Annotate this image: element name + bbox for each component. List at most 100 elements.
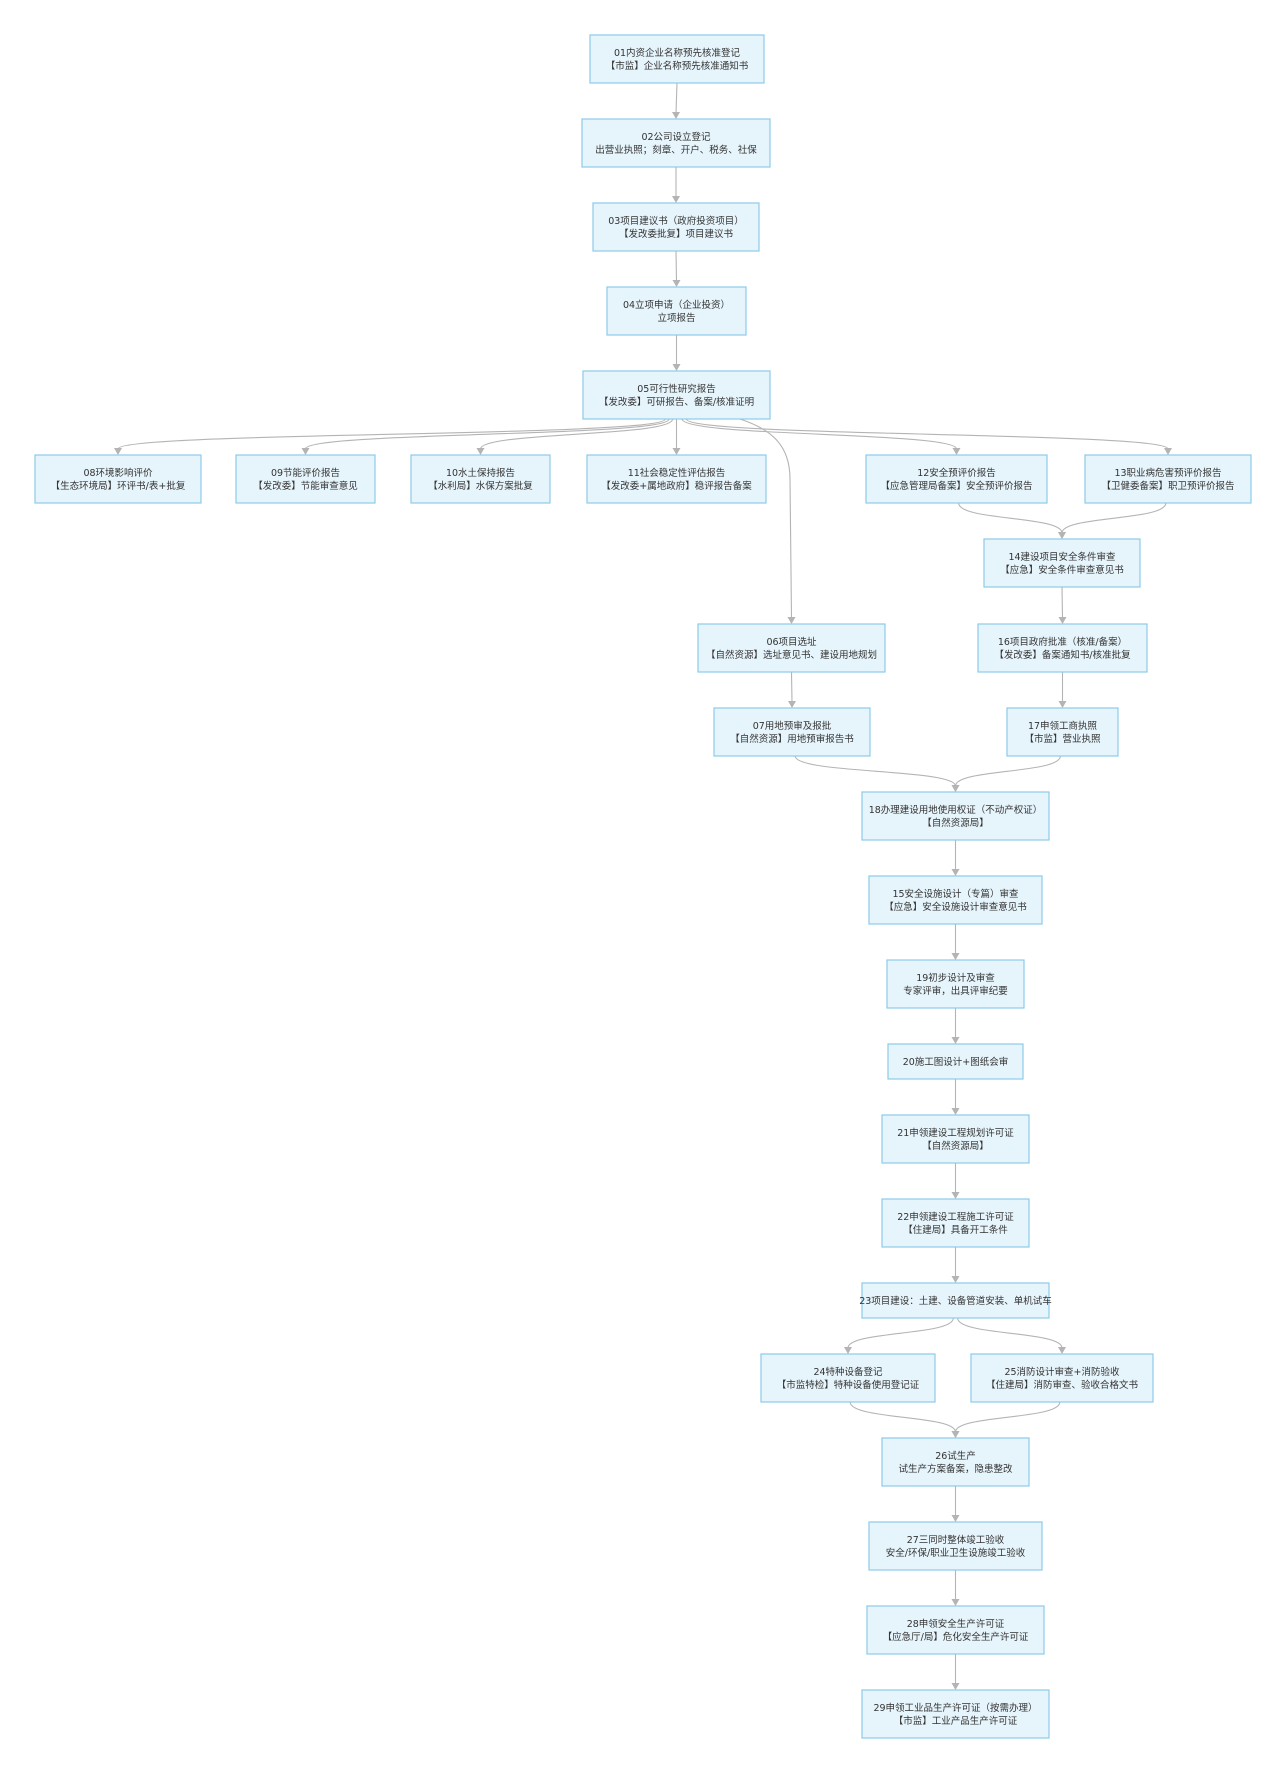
flow-node-box xyxy=(760,1353,936,1403)
edge-23-to-25 xyxy=(957,1317,1063,1349)
edge-arrowhead xyxy=(951,869,960,876)
flow-node-29: 29申领工业品生产许可证（按需办理）【市监】工业产品生产许可证 xyxy=(861,1689,1050,1739)
flow-node-box xyxy=(861,791,1050,841)
flow-node-detail: 【发改委】节能审查意见 xyxy=(253,480,358,492)
flow-node-detail: 【市监】企业名称预先核准通知书 xyxy=(606,60,749,72)
edge-arrowhead xyxy=(787,617,796,624)
edge-arrowhead xyxy=(672,196,680,203)
edge-arrowhead xyxy=(951,1276,960,1283)
edge-05-to-08 xyxy=(117,418,666,450)
flow-node-box xyxy=(865,454,1048,504)
flow-node-detail: 【应急管理局备案】安全预评价报告 xyxy=(880,480,1032,492)
flow-node-04: 04立项申请（企业投资）立项报告 xyxy=(606,286,747,336)
flow-node-box xyxy=(970,1353,1154,1403)
flow-node-title: 25消防设计审查+消防验收 xyxy=(1004,1366,1120,1378)
flow-node-box xyxy=(235,454,376,504)
flow-node-box xyxy=(881,1114,1030,1164)
flow-node-title: 05可行性研究报告 xyxy=(637,383,716,395)
flow-node-title: 12安全预评价报告 xyxy=(917,467,996,479)
edge-arrowhead xyxy=(476,448,485,455)
edge-01-to-02 xyxy=(675,82,678,114)
flow-node-detail: 【自然资源】选址意见书、建设用地规划 xyxy=(706,649,877,661)
nodes-layer: 01内资企业名称预先核准登记【市监】企业名称预先核准通知书02公司设立登记出营业… xyxy=(34,34,1252,1739)
flow-node-box xyxy=(582,370,771,420)
flow-node-10: 10水土保持报告【水利局】水保方案批复 xyxy=(410,454,551,504)
flow-node-28: 28申领安全生产许可证【应急厅/局】危化安全生产许可证 xyxy=(866,1605,1045,1655)
flow-node-detail: 【应急】安全设施设计审查意见书 xyxy=(884,901,1027,913)
edge-17-to-18 xyxy=(954,755,1061,787)
flow-node-06: 06项目选址【自然资源】选址意见书、建设用地规划 xyxy=(697,623,886,673)
edge-05-to-09 xyxy=(304,418,670,450)
flow-node-01: 01内资企业名称预先核准登记【市监】企业名称预先核准通知书 xyxy=(589,34,765,84)
edge-23-to-24 xyxy=(847,1317,954,1349)
edge-arrowhead xyxy=(301,448,310,455)
flow-node-detail: 【生态环境局】环评书/表+批复 xyxy=(51,480,186,492)
edge-arrowhead xyxy=(951,1599,960,1606)
flow-node-box xyxy=(886,959,1025,1009)
flow-node-title: 13职业病危害预评价报告 xyxy=(1114,467,1221,479)
flow-node-box xyxy=(881,1198,1030,1248)
flow-node-detail: 【住建局】消防审查、验收合格文书 xyxy=(986,1379,1139,1391)
edge-arrowhead xyxy=(672,448,681,455)
edge-07-to-18 xyxy=(794,755,957,787)
flow-node-detail: 试生产方案备案，隐患整改 xyxy=(898,1463,1013,1475)
edge-arrowhead xyxy=(1058,532,1066,539)
edge-14-to-16 xyxy=(1061,586,1064,619)
flow-node-detail: 【市监】工业产品生产许可证 xyxy=(894,1715,1018,1727)
flow-node-box xyxy=(868,875,1043,925)
flow-node-detail: 【自然资源】用地预审报告书 xyxy=(730,733,854,745)
edge-arrowhead xyxy=(951,1037,960,1044)
flow-node-detail: 【发改委】可研报告、备案/核准证明 xyxy=(599,396,754,408)
flow-node-box xyxy=(881,1437,1030,1487)
flow-node-16: 16项目政府批准（核准/备案）【发改委】备案通知书/核准批复 xyxy=(977,623,1148,673)
flow-node-title: 27三同时整体竣工验收 xyxy=(907,1534,1005,1546)
flow-node-detail: 【发改委+属地政府】稳评报告备案 xyxy=(601,480,752,492)
edge-06-to-07 xyxy=(790,671,793,703)
flow-node-title: 26试生产 xyxy=(935,1450,976,1462)
flow-node-08: 08环境影响评价【生态环境局】环评书/表+批复 xyxy=(34,454,202,504)
edge-arrowhead xyxy=(672,364,681,371)
flow-node-detail: 【住建局】具备开工条件 xyxy=(903,1224,1008,1236)
flow-node-box xyxy=(592,202,760,252)
flow-node-title: 16项目政府批准（核准/备案） xyxy=(998,636,1127,648)
flow-node-title: 06项目选址 xyxy=(766,636,817,648)
flow-node-title: 14建设项目安全条件审查 xyxy=(1008,551,1116,563)
flow-node-box xyxy=(589,34,765,84)
flow-node-13: 13职业病危害预评价报告【卫健委备案】职卫预评价报告 xyxy=(1084,454,1252,504)
flow-node-detail: 【自然资源局】 xyxy=(922,817,989,829)
flow-node-detail: 立项报告 xyxy=(657,312,695,324)
flow-node-title: 24特种设备登记 xyxy=(813,1366,883,1378)
flow-node-detail: 【水利局】水保方案批复 xyxy=(428,480,533,492)
flow-node-21: 21申领建设工程规划许可证【自然资源局】 xyxy=(881,1114,1030,1164)
flow-node-title: 10水土保持报告 xyxy=(446,467,515,479)
edge-25-to-26 xyxy=(954,1401,1061,1433)
flow-node-box xyxy=(983,538,1141,588)
flow-node-box xyxy=(887,1043,1024,1080)
flow-node-title: 01内资企业名称预先核准登记 xyxy=(614,47,741,59)
flow-node-detail: 安全/环保/职业卫生设施竣工验收 xyxy=(886,1547,1026,1559)
edge-arrowhead xyxy=(952,448,961,455)
flow-node-24: 24特种设备登记【市监特检】特种设备使用登记证 xyxy=(760,1353,936,1403)
flow-node-title: 09节能评价报告 xyxy=(271,467,340,479)
edge-arrowhead xyxy=(114,448,122,455)
flow-node-box xyxy=(977,623,1148,673)
flow-node-detail: 【卫健委备案】职卫预评价报告 xyxy=(1101,480,1234,492)
edge-05-to-12 xyxy=(681,418,958,450)
edge-05-to-06 xyxy=(739,418,793,619)
edge-arrowhead xyxy=(672,112,680,119)
flow-node-title: 21申领建设工程规划许可证 xyxy=(897,1127,1014,1139)
flow-node-title: 19初步设计及审查 xyxy=(916,972,995,984)
flow-node-box xyxy=(713,707,871,757)
flow-node-title: 23项目建设：土建、设备管道安装、单机试车 xyxy=(859,1295,1052,1307)
flow-node-title: 11社会稳定性评估报告 xyxy=(628,467,726,479)
flow-node-title: 04立项申请（企业投资） xyxy=(623,299,730,311)
flow-node-box xyxy=(697,623,886,673)
flow-node-box xyxy=(586,454,767,504)
flow-node-07: 07用地预审及报批【自然资源】用地预审报告书 xyxy=(713,707,871,757)
flow-node-title: 07用地预审及报批 xyxy=(753,720,832,732)
edge-12-to-14 xyxy=(958,502,1063,534)
flow-node-box xyxy=(1084,454,1252,504)
edge-arrowhead xyxy=(951,1431,960,1438)
